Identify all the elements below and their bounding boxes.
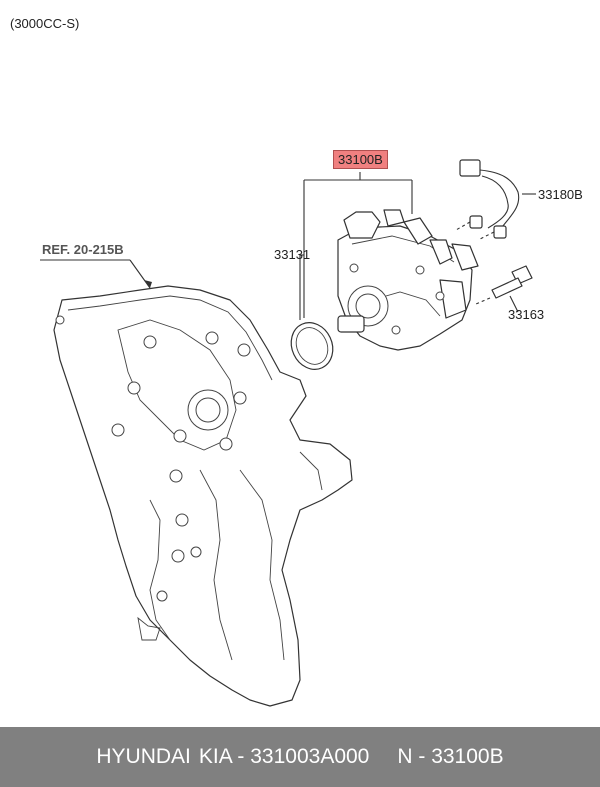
- callout-harness[interactable]: 33180B: [538, 187, 583, 202]
- diagram-drawing: [40, 159, 536, 707]
- assembly-bracket: [300, 172, 413, 318]
- callout-assembly[interactable]: 33100B: [333, 150, 388, 169]
- engine-variant-label: (3000CC-S): [10, 16, 80, 31]
- harness-drawing: [455, 159, 536, 241]
- callout-reference[interactable]: REF. 20-215B: [42, 242, 124, 257]
- footer-alt-part: N - 33100B: [397, 745, 504, 768]
- pump-drawing: [337, 209, 479, 351]
- bolt-drawing: [475, 265, 533, 313]
- timing-cover-drawing: [53, 285, 353, 707]
- callout-bolt[interactable]: 33163: [508, 307, 545, 322]
- parts-diagram: (3000CC-S) 33100B 33131 33180B 33163 REF…: [10, 16, 583, 707]
- footer-brand: HYUNDAI: [96, 745, 191, 768]
- oring-drawing: [290, 322, 334, 370]
- footer-make-part: KIA - 331003A000: [198, 745, 370, 768]
- callout-oring[interactable]: 33131: [274, 247, 311, 262]
- part-number-footer: HYUNDAI KIA - 331003A000 N - 33100B: [0, 727, 600, 787]
